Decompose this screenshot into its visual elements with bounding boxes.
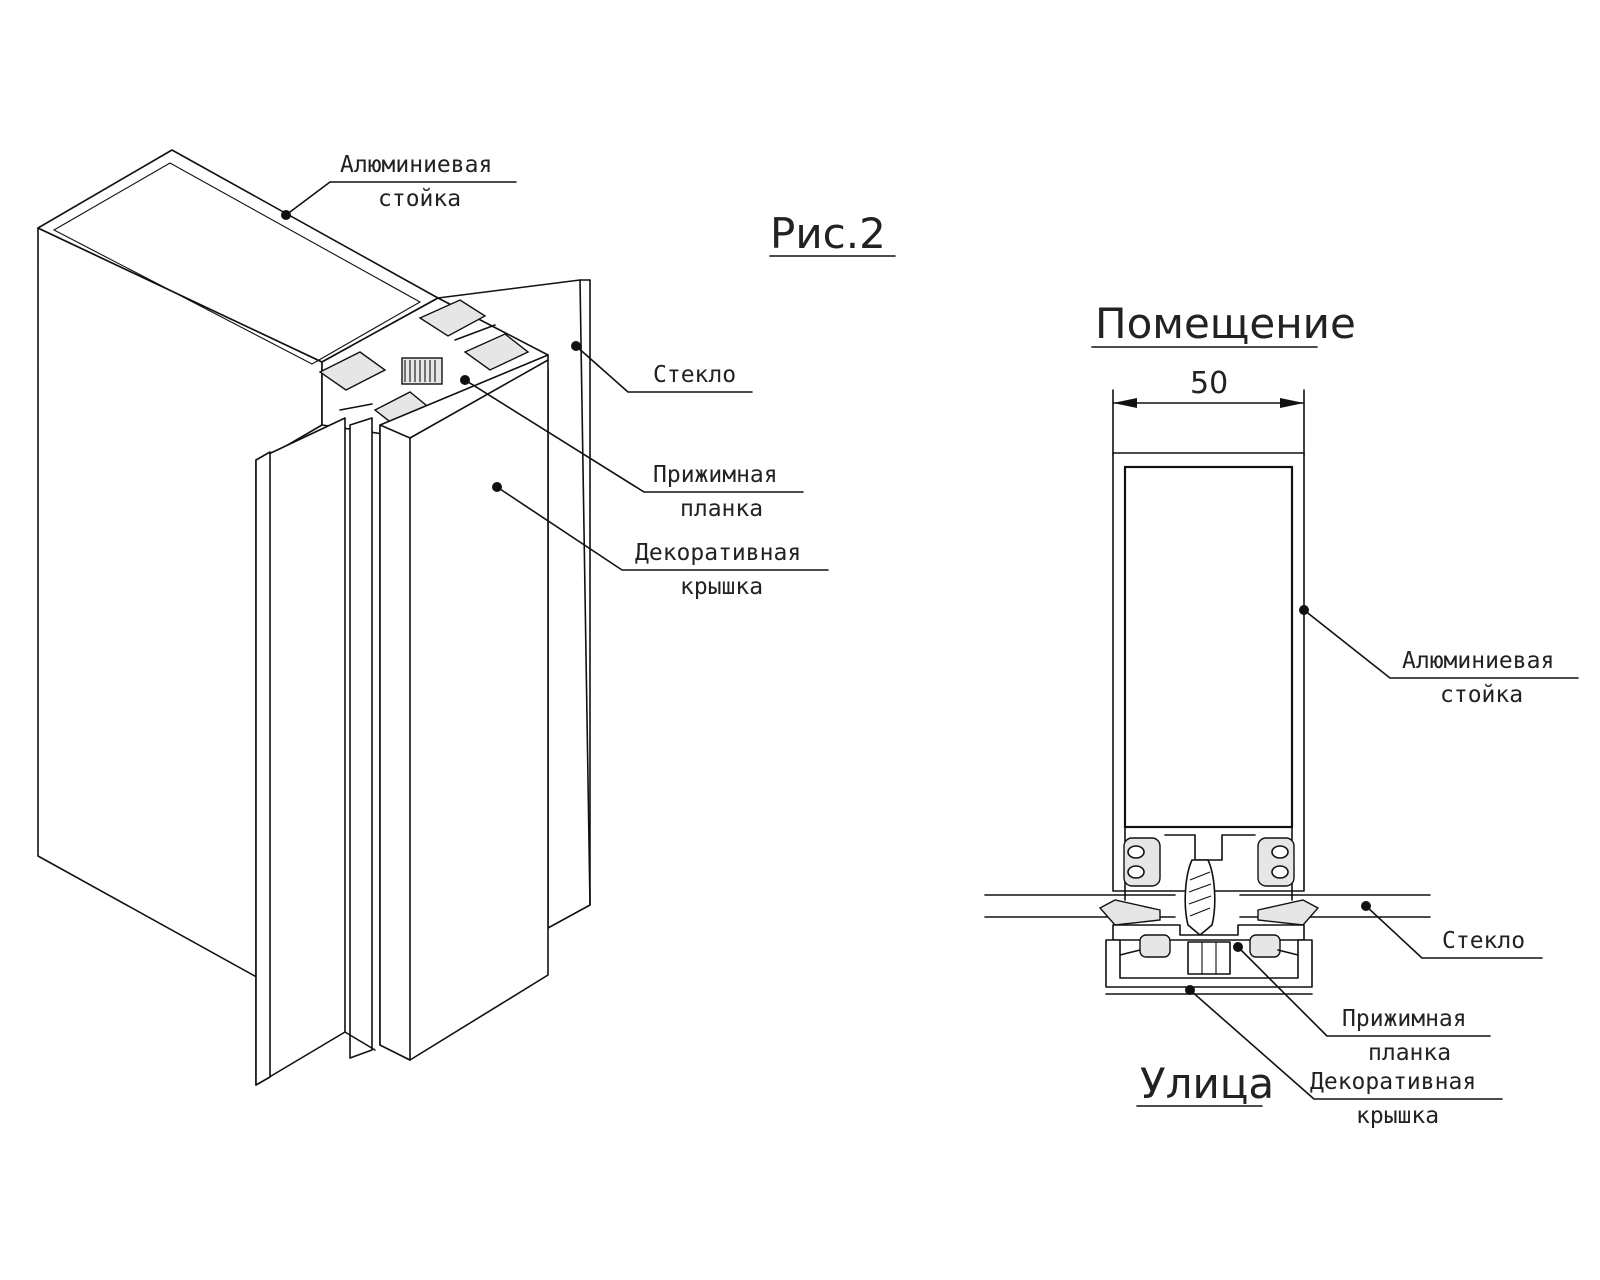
- section-dimension: 50: [1112, 366, 1305, 456]
- sec-label-glass: Стекло: [1442, 928, 1525, 954]
- iso-label-glass: Стекло: [653, 362, 736, 388]
- section-mullion: [1112, 452, 1305, 936]
- iso-label-mullion-1: Алюминиевая: [340, 152, 492, 178]
- iso-pressure-plate: [349, 417, 373, 1059]
- dimension-value: 50: [1190, 366, 1228, 401]
- iso-label-plate-1: Прижимная: [653, 462, 778, 488]
- iso-label-cover-2: крышка: [680, 574, 763, 600]
- iso-mullion: [37, 149, 439, 981]
- iso-label-plate-2: планка: [680, 496, 763, 522]
- section-leaders: [1185, 605, 1579, 1100]
- iso-label-mullion-2: стойка: [378, 186, 461, 212]
- sec-label-cover-1: Декоративная: [1310, 1069, 1476, 1095]
- isometric-view: Алюминиевая стойка Стекло Прижимная план…: [37, 149, 829, 1086]
- iso-leaders: [281, 181, 829, 571]
- figure-title-text: Рис.2: [770, 209, 886, 258]
- section-room: Помещение: [1091, 299, 1356, 348]
- sec-label-mullion-1: Алюминиевая: [1402, 648, 1554, 674]
- sec-label-plate-1: Прижимная: [1342, 1006, 1467, 1032]
- section-street: Улица: [1136, 1059, 1274, 1108]
- sec-label-plate-2: планка: [1368, 1040, 1451, 1066]
- iso-profile-top: [318, 297, 549, 439]
- iso-label-cover-1: Декоративная: [635, 540, 801, 566]
- section-cover: [1105, 939, 1313, 995]
- sec-label-cover-2: крышка: [1356, 1103, 1439, 1129]
- section-labels: Алюминиевая стойка Стекло Прижимная план…: [1310, 648, 1554, 1129]
- iso-cover-left: [255, 417, 376, 1086]
- figure-title: Рис.2: [769, 209, 896, 258]
- section-room-label: Помещение: [1095, 299, 1356, 348]
- sec-label-mullion-2: стойка: [1440, 682, 1523, 708]
- section-street-label: Улица: [1140, 1059, 1274, 1108]
- iso-cover: [379, 354, 549, 1061]
- section-pressure-plate: [1098, 899, 1320, 975]
- iso-labels: Алюминиевая стойка Стекло Прижимная план…: [340, 152, 801, 600]
- section-view: Помещение 50: [984, 299, 1579, 1129]
